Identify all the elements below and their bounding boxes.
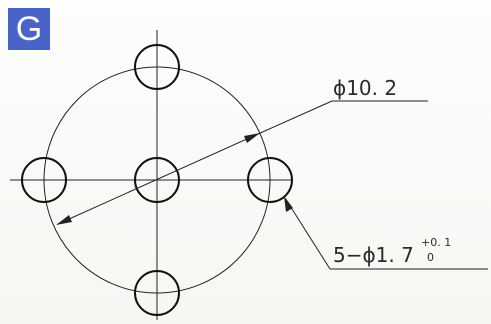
diameter-arrow-upper-right (244, 133, 260, 143)
hole-center (134, 157, 180, 203)
diameter-dimension-line (57, 133, 259, 225)
hole-callout-leader-line (284, 197, 331, 270)
diameter-arrow-lower-left (56, 215, 72, 225)
figure-badge: G (8, 8, 50, 50)
hole-callout-arrow (284, 196, 293, 212)
diameter-leader-line (257, 100, 333, 135)
hole-callout-tolerance-upper: +0. 1 (421, 236, 451, 249)
diameter-label: ϕ10. 2 (333, 76, 397, 100)
pitch-circle (43, 66, 271, 294)
hole-left (21, 157, 67, 203)
hole-bottom (134, 270, 180, 316)
hole-callout-tolerance-lower: 0 (427, 251, 434, 264)
hole-right (247, 157, 293, 203)
hole-callout-label: 5−ϕ1. 7 (333, 243, 414, 267)
hole-top (134, 44, 180, 90)
